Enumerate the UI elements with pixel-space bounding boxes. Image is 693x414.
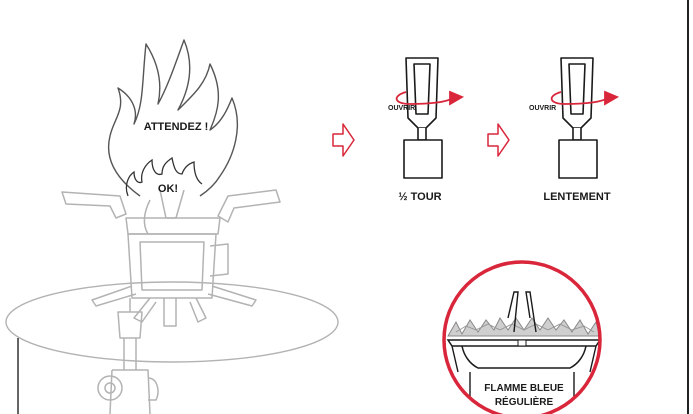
small-flame-icon [125,156,203,197]
open-label-2: OUVRIR [529,105,556,112]
step-arrow-icon [487,123,510,157]
flame-label-line2: RÉGULIÈRE [495,395,554,408]
rotate-arrow-icon [550,90,620,106]
half-turn-label: ½ TOUR [398,191,441,203]
big-flame-icon [108,39,239,197]
magnifier-circle-icon [442,260,602,414]
wait-label: ATTENDEZ ! [144,121,209,133]
slowly-label: LENTEMENT [543,191,611,203]
ground-plate [5,281,339,363]
open-label-1: OUVRIR [388,105,415,112]
magnifier-content [444,262,600,414]
step-arrow-icon [332,123,355,157]
valve-knob-icon [403,57,443,179]
ok-label: OK! [158,183,178,195]
flame-label-line1: FLAMME BLEUE [484,383,564,394]
stove-body-icon [61,189,281,414]
right-edge-border [687,0,689,414]
valve-knob-icon [558,57,598,179]
rotate-arrow-icon [395,90,465,106]
